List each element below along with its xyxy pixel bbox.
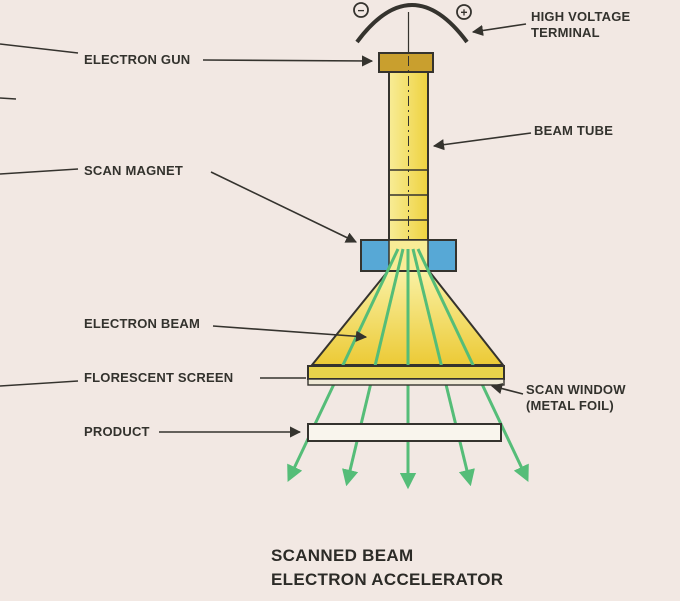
high-voltage-label-line1: HIGH VOLTAGE [531,9,631,24]
scan-window-label: SCAN WINDOW (METAL FOIL) [526,382,626,414]
product-label: PRODUCT [84,424,150,439]
high-voltage-leader-arrow [471,23,527,37]
scan-window-label-line1: SCAN WINDOW [526,382,626,397]
electron-gun-block [378,52,434,73]
left-edge-leader-stub [0,380,79,387]
scan-magnet-label: SCAN MAGNET [84,163,183,178]
scan-magnet-leader-arrow [210,171,358,243]
left-edge-leader-stub [0,168,79,175]
electron-beam-leader-arrow [212,325,368,342]
scan-window-leader-arrow [490,383,524,395]
diagram-title-line1: SCANNED BEAM [271,546,414,565]
electron-gun-leader-arrow [202,55,374,67]
beam-tube-label: BEAM TUBE [534,123,614,138]
fluorescent-screen-bar [307,365,505,380]
high-voltage-label-line2: TERMINAL [531,25,600,40]
positive-terminal-icon: + [456,4,472,20]
left-edge-leader-stub [0,43,79,54]
positive-symbol: + [460,6,467,20]
electron-beam-label: ELECTRON BEAM [84,316,200,331]
electron-gun-label: ELECTRON GUN [84,52,191,67]
negative-terminal-icon: − [353,2,369,18]
negative-symbol: − [357,4,364,18]
beam-tube-leader-arrow [432,132,532,151]
diagram-title: SCANNED BEAM ELECTRON ACCELERATOR [271,544,503,592]
beam-ray [416,248,529,482]
product-box [307,423,502,442]
fluorescent-screen-label: FLORESCENT SCREEN [84,370,234,385]
left-edge-leader-stub [0,97,17,100]
scan-window-label-line2: (METAL FOIL) [526,398,614,413]
scan-window-foil-strip [307,378,505,386]
high-voltage-terminal-label: HIGH VOLTAGE TERMINAL [531,9,630,41]
high-voltage-terminal-dome [355,3,469,44]
diagram-title-line2: ELECTRON ACCELERATOR [271,570,504,589]
